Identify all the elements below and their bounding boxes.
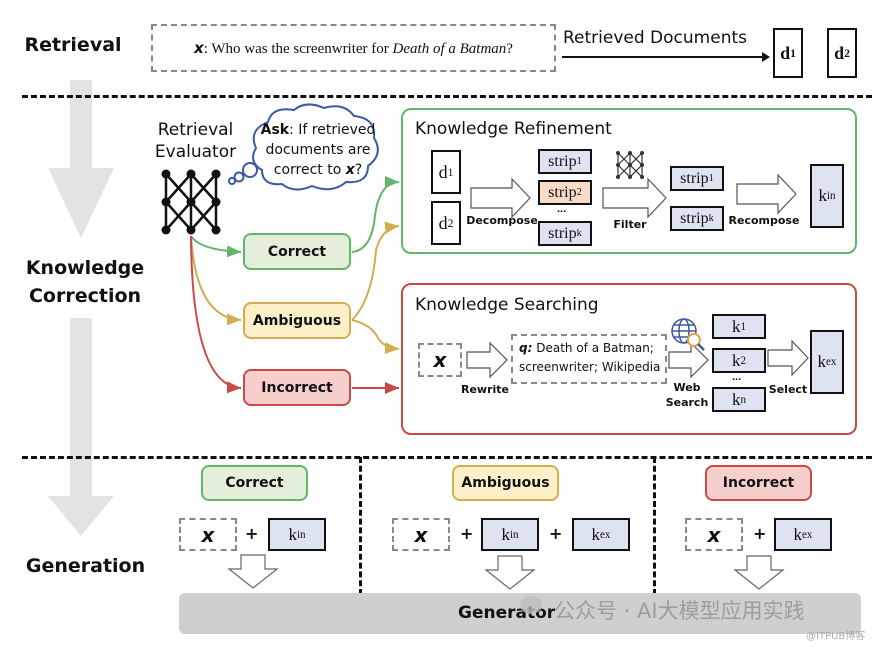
edge-ambiguous-to-searching bbox=[351, 319, 400, 355]
filter-network-icon bbox=[616, 151, 644, 179]
gen-ambiguous-x: x bbox=[392, 518, 450, 551]
gen-incorrect-plus: + bbox=[753, 524, 767, 543]
gen-ambiguous-plus-2: + bbox=[549, 524, 563, 543]
status-incorrect: Incorrect bbox=[243, 369, 351, 406]
gen-incorrect-down-arrow-icon bbox=[733, 555, 785, 590]
query-var: x bbox=[194, 38, 204, 57]
gen-status-correct: Correct bbox=[201, 465, 308, 501]
neural-network-icon bbox=[161, 169, 221, 235]
select-label: Select bbox=[768, 383, 808, 396]
separator-generation-col1 bbox=[359, 457, 362, 595]
gen-correct-plus: + bbox=[245, 524, 259, 543]
filter-arrow-icon bbox=[602, 177, 667, 219]
edge-evaluator-to-ambiguous bbox=[190, 235, 242, 326]
gen-status-incorrect: Incorrect bbox=[705, 465, 812, 501]
stage-label-generation: Generation bbox=[25, 555, 146, 577]
edge-correct-to-refinement bbox=[351, 176, 400, 253]
thought-text: Ask: If retrieved documents are correct … bbox=[260, 122, 376, 178]
status-ambiguous: Ambiguous bbox=[243, 302, 351, 339]
filter-label: Filter bbox=[613, 218, 647, 231]
separator-generation bbox=[22, 456, 872, 459]
stage-label-correction-line2: Correction bbox=[28, 285, 142, 307]
knowledge-refinement-title: Knowledge Refinement bbox=[415, 119, 612, 139]
select-arrow-icon bbox=[767, 339, 809, 377]
edge-evaluator-to-incorrect bbox=[190, 235, 242, 394]
query-suffix: ? bbox=[506, 40, 513, 57]
edge-evaluator-to-correct bbox=[190, 235, 242, 258]
retrieved-arrow bbox=[562, 52, 770, 62]
gen-status-ambiguous: Ambiguous bbox=[452, 465, 559, 501]
decompose-arrow-icon bbox=[470, 177, 531, 219]
separator-generation-col2 bbox=[653, 457, 656, 595]
recompose-label: Recompose bbox=[728, 214, 800, 227]
gen-correct-x: x bbox=[179, 518, 237, 551]
stage-label-correction-line1: Knowledge bbox=[25, 257, 145, 279]
gen-incorrect-x: x bbox=[685, 518, 743, 551]
gen-ambiguous-plus-1: + bbox=[460, 524, 474, 543]
query-title: Death of a Batman bbox=[392, 40, 507, 57]
gen-ambiguous-down-arrow-icon bbox=[484, 555, 536, 590]
knowledge-searching-panel: Knowledge Searching bbox=[401, 283, 857, 435]
recompose-arrow-icon bbox=[736, 173, 797, 215]
strip-ellipsis: ... bbox=[557, 203, 567, 215]
rewrite-arrow-icon bbox=[466, 341, 508, 379]
decompose-label: Decompose bbox=[466, 214, 538, 227]
separator-retrieval bbox=[22, 95, 872, 98]
wechat-icon bbox=[520, 596, 542, 614]
stage-label-correction: Knowledge Correction bbox=[10, 254, 160, 310]
retrieved-documents-label: Retrieved Documents bbox=[563, 28, 747, 48]
watermark-text: 公众号 · AI大模型应用实践 bbox=[554, 599, 805, 623]
web-search-label: Web Search bbox=[665, 381, 709, 409]
query-box: x: Who was the screenwriter for Death of… bbox=[151, 24, 556, 72]
stage-arrow-correction-to-generation bbox=[48, 318, 114, 536]
thought-cloud-icon bbox=[228, 103, 379, 191]
generator-bar bbox=[179, 593, 861, 634]
query-prefix: : Who was the screenwriter for bbox=[203, 40, 393, 57]
search-result-ellipsis: ... bbox=[732, 371, 742, 383]
rewrite-label: Rewrite bbox=[460, 383, 509, 396]
search-query-x: x bbox=[418, 343, 462, 377]
web-search-arrow-icon bbox=[668, 341, 709, 379]
rewritten-query-box: q: Death of a Batman; screenwriter; Wiki… bbox=[511, 334, 667, 384]
watermark-source: @ITPUB博客 bbox=[806, 631, 866, 642]
evaluator-label: Retrieval Evaluator bbox=[154, 120, 237, 162]
stage-arrow-retrieval-to-correction bbox=[48, 80, 114, 238]
edge-ambiguous-to-refinement bbox=[351, 221, 400, 321]
knowledge-searching-title: Knowledge Searching bbox=[415, 295, 599, 315]
status-correct: Correct bbox=[243, 233, 351, 270]
knowledge-refinement-panel: Knowledge Refinement bbox=[401, 108, 857, 254]
gen-correct-down-arrow-icon bbox=[227, 554, 279, 589]
stage-label-retrieval: Retrieval bbox=[24, 34, 122, 56]
web-search-globe-icon bbox=[671, 318, 705, 351]
